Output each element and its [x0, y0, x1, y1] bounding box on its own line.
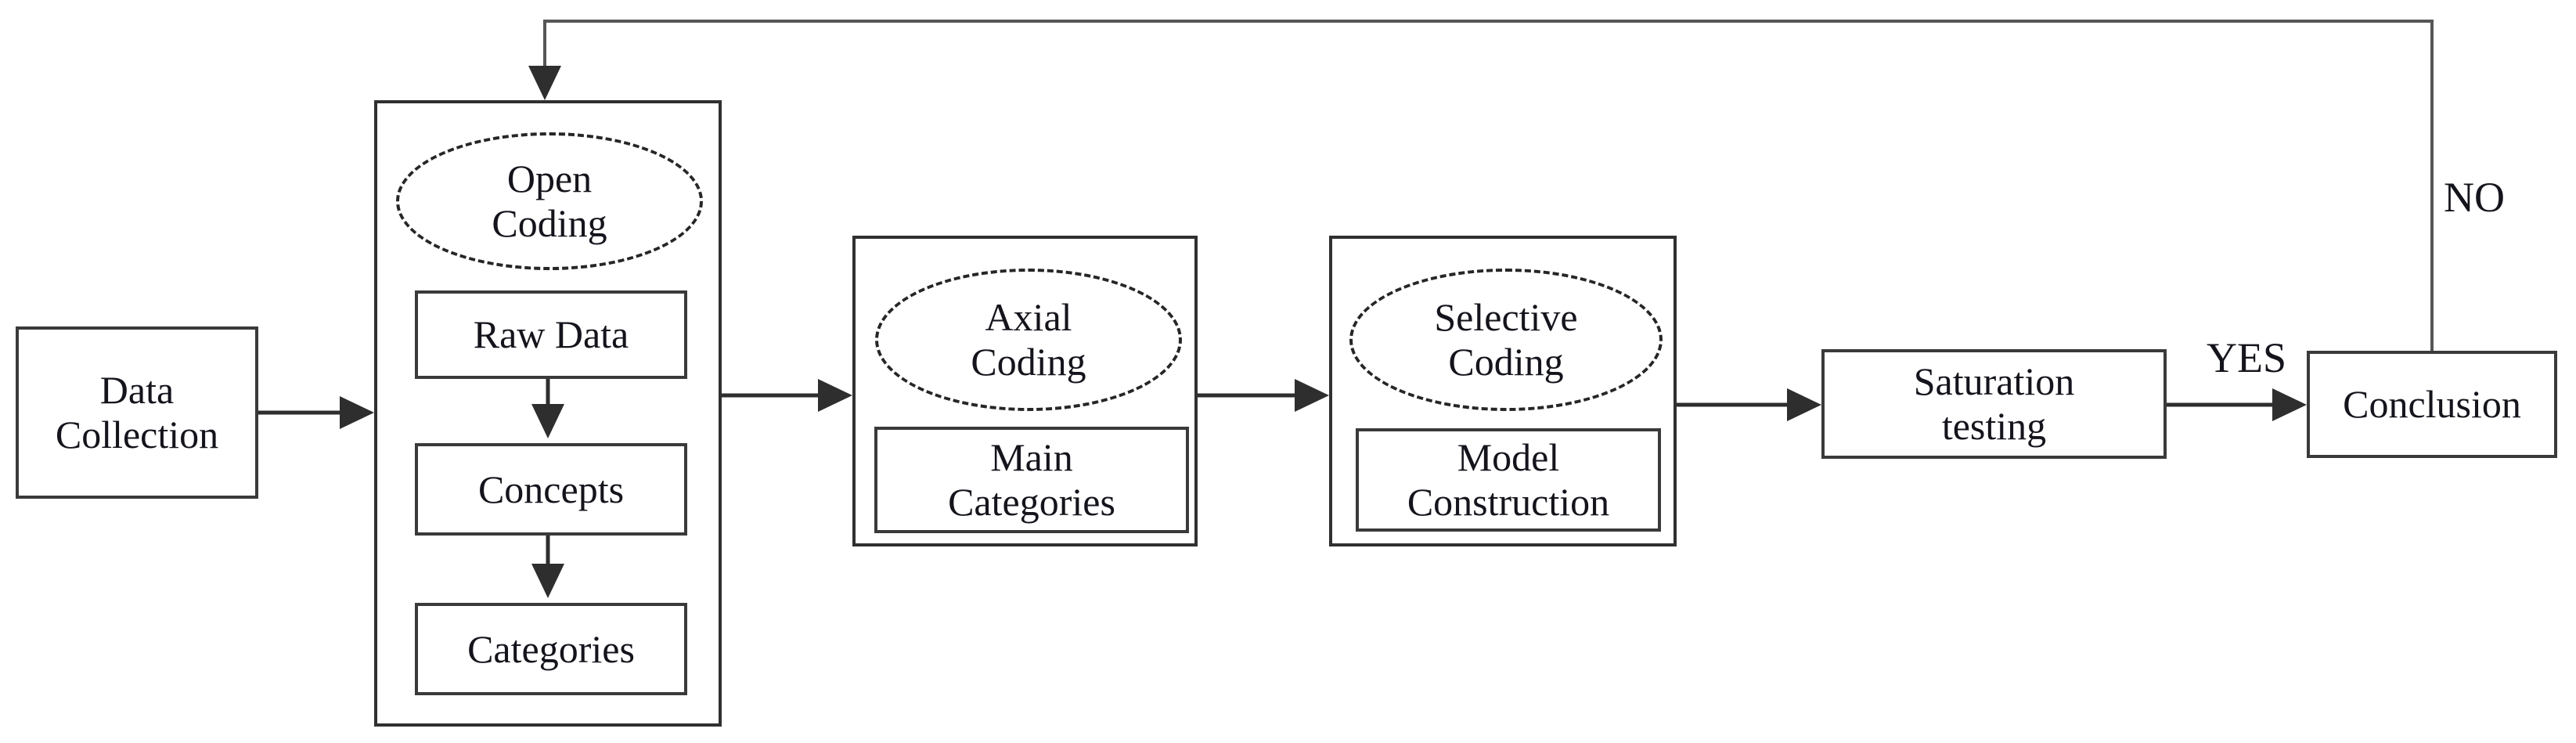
arrow-open-coding-to-axial-coding	[722, 379, 852, 412]
concepts-node: Concepts	[415, 443, 687, 536]
arrow-selective-coding-to-saturation-testing	[1677, 388, 1821, 421]
concepts-label: Concepts	[477, 467, 625, 511]
selective-coding-ellipse: Selective Coding	[1349, 269, 1663, 411]
conclusion-label: Conclusion	[2343, 382, 2521, 426]
axial-coding-stage: Axial Coding Main Categories	[852, 236, 1198, 546]
arrow-saturation-testing-to-conclusion-head	[2272, 388, 2307, 421]
data-collection-node: Data Collection	[16, 326, 258, 499]
open-coding-label: Open Coding	[492, 157, 607, 245]
model-construction-node: Model Construction	[1356, 428, 1661, 532]
arrow-concepts-to-categories	[531, 534, 564, 598]
categories-label: Categories	[467, 626, 635, 671]
main-categories-label: Main Categories	[948, 435, 1115, 524]
no-feedback-loop	[528, 20, 2434, 351]
saturation-testing-label: Saturation testing	[1913, 359, 2075, 448]
model-construction-label: Model Construction	[1407, 435, 1610, 524]
arrow-data-collection-to-open-coding	[258, 396, 374, 429]
yes-label: YES	[2206, 334, 2286, 381]
arrow-raw-data-to-concepts	[531, 377, 564, 438]
arrow-axial-coding-to-selective-coding	[1198, 379, 1329, 412]
arrow-axial-coding-to-selective-coding-head	[1295, 379, 1329, 412]
axial-coding-ellipse: Axial Coding	[875, 269, 1182, 411]
arrow-selective-coding-to-saturation-testing-head	[1787, 388, 1821, 421]
raw-data-node: Raw Data	[415, 290, 687, 379]
no-feedback-loop-head	[528, 66, 561, 100]
arrow-data-collection-to-open-coding-head	[340, 396, 374, 429]
no-label: NO	[2444, 174, 2505, 221]
arrow-concepts-to-categories-head	[531, 564, 564, 598]
conclusion-node: Conclusion	[2307, 351, 2557, 458]
no-feedback-loop-path	[543, 20, 2434, 351]
data-collection-label: Data Collection	[55, 368, 219, 456]
categories-node: Categories	[415, 603, 687, 695]
open-coding-stage: Open Coding Raw Data Concepts Categories	[374, 100, 722, 727]
main-categories-node: Main Categories	[874, 427, 1189, 533]
arrow-open-coding-to-axial-coding-head	[818, 379, 852, 412]
arrow-raw-data-to-concepts-head	[531, 404, 564, 438]
arrow-saturation-testing-to-conclusion	[2167, 388, 2307, 421]
selective-coding-stage: Selective Coding Model Construction	[1329, 236, 1677, 546]
raw-data-label: Raw Data	[473, 312, 629, 356]
axial-coding-label: Axial Coding	[971, 295, 1086, 384]
saturation-testing-node: Saturation testing	[1821, 349, 2167, 459]
open-coding-ellipse: Open Coding	[396, 132, 703, 270]
selective-coding-label: Selective Coding	[1434, 295, 1578, 384]
